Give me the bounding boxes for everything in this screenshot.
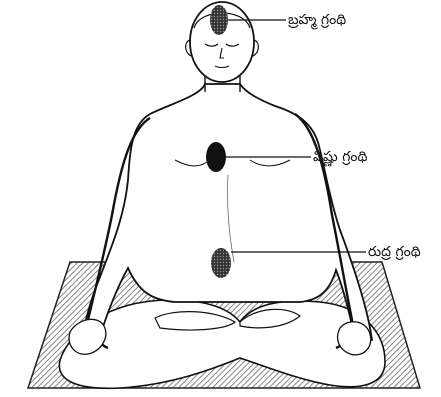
rudra-granthi-marker <box>211 248 231 278</box>
right-hand <box>338 322 371 355</box>
rudra-granthi-label: రుద్ర గ్రంథి <box>368 245 421 259</box>
vishnu-granthi-label: విష్ణు గ్రంథి <box>313 150 367 164</box>
brahma-granthi-label: బ్రహ్మ గ్రంథి <box>288 13 346 27</box>
brahma-granthi-marker <box>210 5 228 35</box>
vishnu-granthi-marker <box>206 142 226 172</box>
